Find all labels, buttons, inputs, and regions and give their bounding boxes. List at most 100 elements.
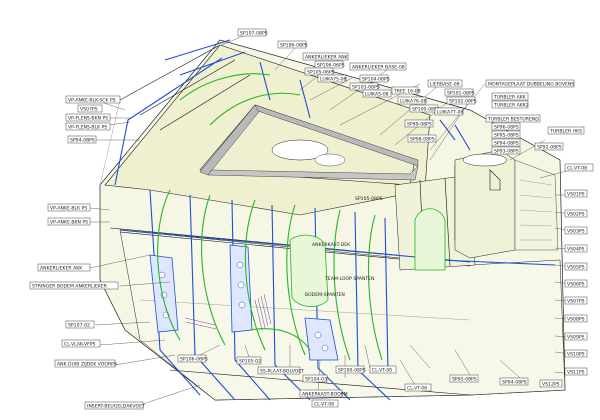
- label-right-8: TURBLER HKS: [547, 126, 585, 135]
- label-top-20: MONTAGEPLAAT DUBBELING BOVENS: [485, 79, 574, 88]
- label-left-7: VP-ANKE-BKN PS: [47, 217, 91, 226]
- label-right-2: TURBLER AKK2: [491, 100, 529, 109]
- label-bottom-4: ANKERKAST-BODEM: [299, 389, 348, 398]
- callout-labels: SP107-08PS SP186-08PS ANKERLIEKER ANK SP…: [29, 28, 594, 410]
- label-top-16: SP99-08PS: [404, 119, 434, 128]
- svg-text:VS05PS: VS05PS: [567, 265, 585, 271]
- svg-text:SP107-02: SP107-02: [68, 323, 90, 329]
- svg-text:SP99-08PS: SP99-08PS: [407, 122, 432, 128]
- svg-text:LUIKA75-08: LUIKA75-08: [320, 77, 347, 83]
- svg-text:SP95-08PS: SP95-08PS: [494, 133, 519, 139]
- label-left-1: VP-ANKE-BLK-SCK PS: [65, 95, 121, 104]
- label-right-14: VS04PS: [564, 244, 588, 253]
- svg-text:SP186-08PS: SP186-08PS: [280, 43, 308, 49]
- label-right-20: VS10PS: [564, 349, 588, 358]
- label-right-10: CL-VT-08: [564, 163, 594, 172]
- svg-text:TEAM-LOOP SPANTEN: TEAM-LOOP SPANTEN: [324, 276, 374, 282]
- label-right-9: SP92-08PS: [534, 142, 564, 151]
- svg-text:VS10PS: VS10PS: [567, 352, 585, 358]
- label-left-2: VS07PS: [77, 104, 103, 113]
- svg-text:SP94-08PS: SP94-08PS: [70, 138, 95, 144]
- svg-text:SP94-08PS: SP94-08PS: [494, 141, 519, 147]
- label-right-11: VS01PS: [564, 189, 588, 198]
- winch-assembly: [454, 149, 559, 259]
- label-top-10: LUIKA5-08: [362, 89, 392, 98]
- svg-text:VP-ANKE-BKN PS: VP-ANKE-BKN PS: [50, 220, 88, 226]
- label-right-6: SP94-08PS: [491, 138, 521, 147]
- svg-text:CL-VT-08: CL-VT-08: [372, 368, 392, 374]
- label-left-11: CL-VLAK-VFPS: [61, 339, 101, 348]
- svg-text:TURBLER AKK2: TURBLER AKK2: [493, 103, 529, 109]
- svg-text:SP93-08PS: SP93-08PS: [494, 149, 519, 155]
- svg-text:VS07PS: VS07PS: [80, 107, 98, 113]
- label-top-13: LIERBASE-08: [427, 79, 463, 88]
- label-left-10: SP107-02: [65, 320, 95, 329]
- svg-text:SP100-08PS: SP100-08PS: [412, 107, 440, 113]
- svg-text:ANKERLIEKER ANK: ANKERLIEKER ANK: [305, 55, 349, 61]
- svg-text:SP106-06PS: SP106-06PS: [317, 63, 345, 69]
- label-right-12: VS02PS: [564, 209, 588, 218]
- label-right-1: TURBLER AKK: [491, 92, 529, 101]
- svg-text:VS01PS: VS01PS: [567, 192, 585, 198]
- svg-text:VP-FLENS-BLK PS: VP-FLENS-BLK PS: [68, 125, 107, 131]
- label-right-21: VS11PS: [564, 367, 588, 376]
- label-right-7: SP93-08PS: [491, 146, 521, 155]
- label-center-2: TEAM-LOOP SPANTEN: [324, 276, 374, 282]
- label-bottom-10: SP94-08PS: [499, 377, 529, 386]
- svg-text:SP105-08PS: SP105-08PS: [355, 196, 383, 202]
- label-right-15: VS05PS: [564, 262, 588, 271]
- label-left-12: ANK DUIB ZIJDEK VOORPS: [54, 359, 117, 368]
- label-top-4: SP106-06PS: [314, 60, 345, 69]
- svg-text:VS03PS: VS03PS: [567, 229, 585, 235]
- label-left-8: ANKERLIEKER AKK: [37, 263, 91, 272]
- svg-text:LUIKA76-08: LUIKA76-08: [400, 99, 427, 105]
- label-right-16: VS06PS: [564, 279, 588, 288]
- svg-text:ANK DUIB ZIJDEK VOORPS: ANK DUIB ZIJDEK VOORPS: [57, 362, 117, 368]
- label-left-14: INSERT-BEUGELDAKVOET: [84, 401, 145, 410]
- label-bottom-5: CL-VT-08: [311, 399, 339, 408]
- label-top-11: TREE 16-08: [391, 86, 421, 95]
- svg-text:VS07PS: VS07PS: [567, 299, 585, 305]
- svg-text:SP107-08PS: SP107-08PS: [240, 31, 268, 37]
- svg-text:SP105-06PS: SP105-06PS: [307, 70, 335, 76]
- svg-text:VS06PS: VS06PS: [567, 282, 585, 288]
- label-top-14: SP101-08PS: [444, 88, 475, 97]
- svg-text:CL-VT-08: CL-VT-08: [567, 166, 587, 172]
- label-top-3: ANKERLIEKER ANK: [302, 52, 349, 61]
- svg-text:SP92-08PS: SP92-08PS: [537, 145, 562, 151]
- svg-text:INSERT-BEUGELDAKVOET: INSERT-BEUGELDAKVOET: [87, 404, 145, 410]
- svg-text:SP104-03: SP104-03: [305, 377, 327, 383]
- svg-text:SP96-08PS: SP96-08PS: [494, 125, 519, 131]
- label-top-1: SP107-08PS: [237, 28, 268, 37]
- svg-text:LUIKA5-08: LUIKA5-08: [365, 92, 389, 98]
- label-center-4: SP105-08PS: [355, 196, 383, 202]
- label-left-3: VP-FLENS-BKN PS: [65, 113, 111, 122]
- label-right-22: VS12PS: [539, 379, 563, 388]
- label-top-17: SP98-08PS: [407, 134, 437, 143]
- svg-text:TURBLER BESTUREND: TURBLER BESTUREND: [487, 117, 539, 123]
- label-bottom-6: SP100-08PS: [335, 365, 366, 374]
- label-top-6: LUIKA75-08: [317, 74, 347, 83]
- svg-text:TREE 16-08: TREE 16-08: [393, 89, 421, 95]
- svg-text:VS04PS: VS04PS: [567, 247, 585, 253]
- svg-text:VP-ANKE-BLK-SCK PS: VP-ANKE-BLK-SCK PS: [68, 98, 116, 104]
- svg-text:VP-FLENS-BKN PS: VP-FLENS-BKN PS: [68, 116, 108, 122]
- label-bottom-2: SS-PLAAT-BOLVOET: [257, 366, 304, 375]
- svg-text:SP105-02: SP105-02: [239, 359, 261, 365]
- svg-text:ANKERKAST-BODEM: ANKERKAST-BODEM: [302, 392, 348, 398]
- label-right-18: VS08PS: [564, 314, 588, 323]
- svg-text:SP98-08PS: SP98-08PS: [410, 137, 435, 143]
- label-top-7: ANKERLIEKER BASE-08: [349, 62, 407, 71]
- label-right-17: VS07PS: [564, 296, 588, 305]
- svg-text:VS09PS: VS09PS: [567, 335, 585, 341]
- label-top-12: LUIKA76-08: [397, 96, 427, 105]
- svg-text:LIERBASE-08: LIERBASE-08: [430, 82, 460, 88]
- label-top-8: SP104-08PS: [359, 74, 390, 83]
- svg-text:STRINGER BODEM ANKERLIEKER: STRINGER BODEM ANKERLIEKER: [32, 284, 108, 290]
- label-center-1: ANKERKAST-DEK: [312, 242, 351, 248]
- label-bottom-1: SP105-02: [236, 356, 262, 365]
- label-right-3: TURBLER BESTUREND: [485, 114, 541, 123]
- svg-text:MONTAGEPLAAT DUBBELING BOVENS: MONTAGEPLAAT DUBBELING BOVENS: [488, 82, 574, 88]
- svg-text:CL-VT-08: CL-VT-08: [407, 386, 427, 392]
